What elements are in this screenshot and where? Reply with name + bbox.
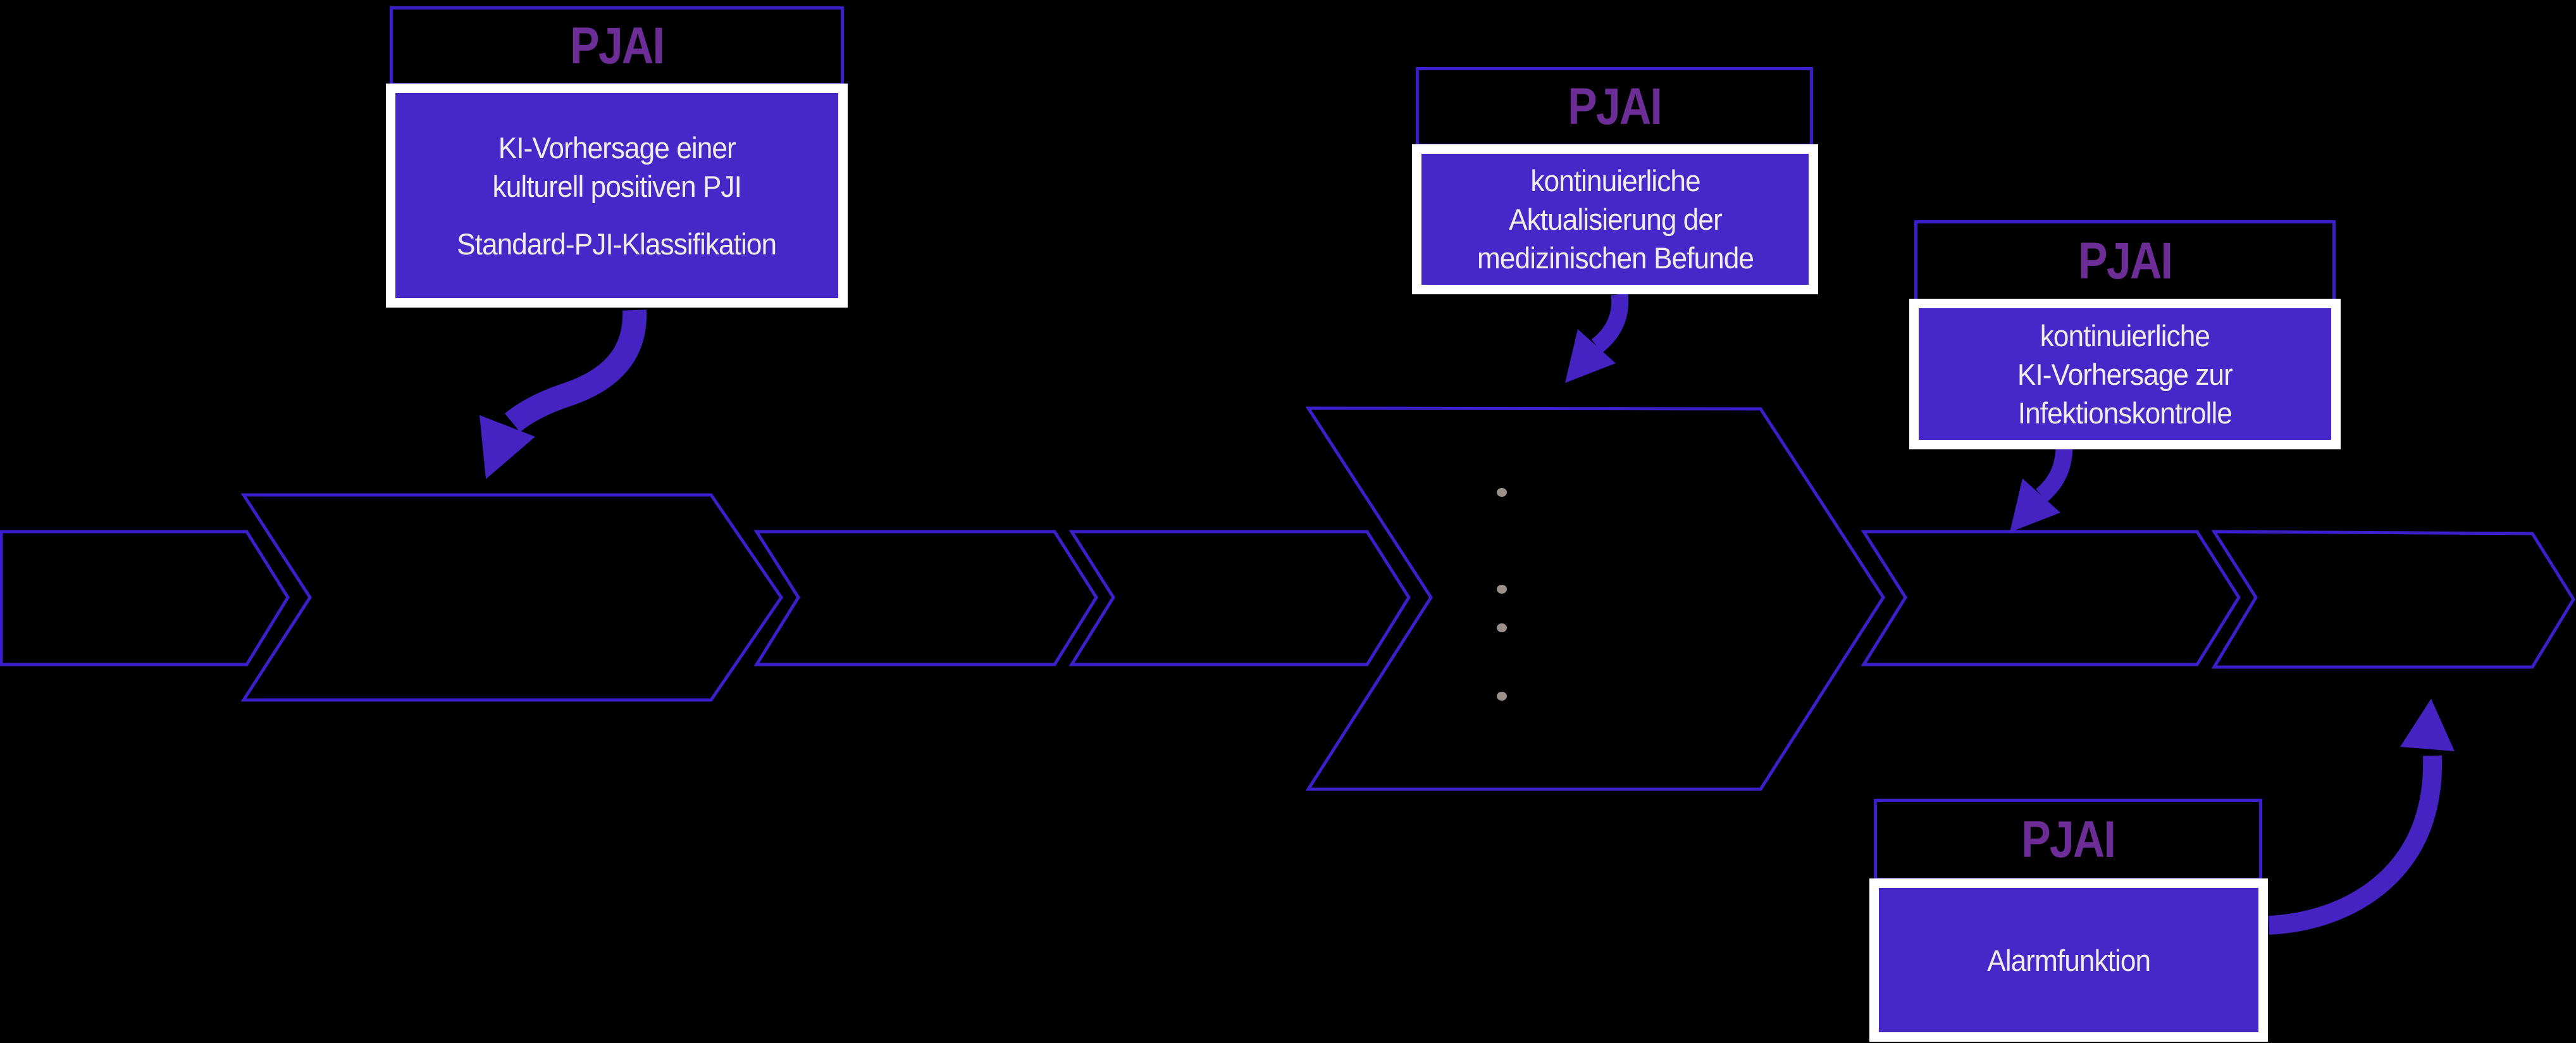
callout-2-line: medizinischen Befunde [1477,241,1754,275]
callout-2-title: PJAI [1567,78,1663,135]
callout-3-line: Infektionskontrolle [2017,396,2232,430]
callout-3-title: PJAI [2078,232,2173,290]
callout-2-paragraph: kontinuierliche Aktualisierung der mediz… [1477,161,1754,277]
callout-1-body: KI-Vorhersage einer kulturell positiven … [386,84,848,308]
bullet-dot [1497,623,1507,632]
process-step-chevron-3 [753,530,1098,666]
curved-arrow-down-left-icon [1565,293,1629,383]
callout-4-header: PJAI [1874,799,2262,881]
curved-arrow-down-left-icon [480,309,647,479]
process-step-chevron-5 [1305,406,1885,791]
callout-3-line: KI-Vorhersage zur [2017,357,2233,391]
callout-3-line: kontinuierliche [2040,318,2210,353]
bullet-dot [1497,488,1507,497]
callout-4-body: Alarmfunktion [1869,878,2268,1042]
callout-4-line: Alarmfunktion [1987,943,2151,977]
process-step-chevron-4 [1068,530,1411,666]
callout-2-header: PJAI [1416,67,1813,147]
process-step-chevron-7 [2211,530,2575,669]
callout-4-paragraph: Alarmfunktion [1987,941,2151,980]
callout-3-header: PJAI [1914,220,2336,303]
callout-2-line: kontinuierliche [1530,164,1700,197]
process-step-chevron-1 [0,530,290,666]
curved-arrow-up-right-icon [2268,699,2455,935]
callout-1-title: PJAI [569,17,665,75]
callout-3-paragraph: kontinuierliche KI-Vorhersage zur Infekt… [2017,316,2233,432]
callout-2-line: Aktualisierung der [1508,203,1723,236]
callout-2-body: kontinuierliche Aktualisierung der mediz… [1412,144,1818,294]
process-step-chevron-2 [240,493,784,702]
callout-1-paragraph: Standard-PJI-Klassifikation [457,225,777,263]
process-step-chevron-6 [1861,530,2241,666]
bullet-dot [1497,692,1507,701]
callout-1-paragraph: KI-Vorhersage einer kulturell positiven … [492,128,741,206]
curved-arrow-down-left-icon [2010,437,2073,532]
callout-3-body: kontinuierliche KI-Vorhersage zur Infekt… [1909,299,2341,449]
callout-1-line: kulturell positiven PJI [492,169,741,203]
bullet-dot [1497,585,1507,594]
callout-1-line: KI-Vorhersage einer [498,130,736,165]
callout-4-title: PJAI [2021,811,2116,868]
callout-1-line: Standard-PJI-Klassifikation [457,227,777,261]
callout-1-header: PJAI [390,6,844,86]
